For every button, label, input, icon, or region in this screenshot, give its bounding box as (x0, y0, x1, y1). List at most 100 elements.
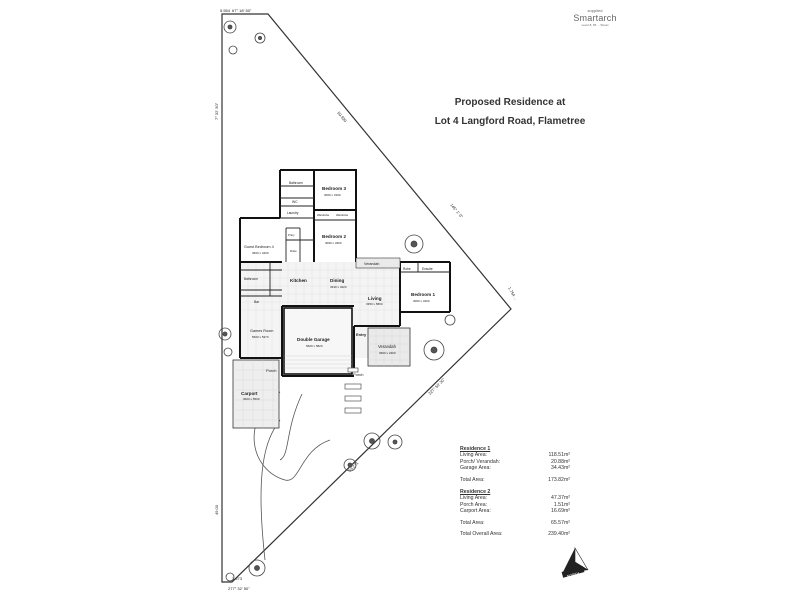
room-label: Guest Bedroom 4 (244, 245, 274, 249)
verandah-tiles (368, 328, 410, 366)
house-walls (239, 169, 451, 377)
verandah-right (367, 327, 411, 367)
area-row: Living Area: 47.37m² (460, 495, 570, 502)
room-size: 3350 x 5860 (366, 302, 383, 306)
boundary-label: 227° 50' 30" (427, 377, 446, 396)
room-size: 3600 x 3400 (252, 251, 269, 255)
room-label: Bathroom (289, 181, 303, 185)
room-label: Carport (241, 391, 258, 396)
garage-hatch (284, 355, 352, 369)
room-label: Living (368, 296, 382, 301)
area-label: Living Area: (460, 452, 488, 458)
area-value: 16.69m² (550, 508, 570, 514)
boundary-label: 145° 1' 0" (449, 202, 464, 219)
room-label: Bedroom 3 (322, 186, 346, 191)
tree-icon (218, 20, 456, 582)
room-size: 3090 x 3360 (325, 241, 342, 245)
logo-brand: Smartarch (573, 13, 617, 23)
area-label: Total Area: (460, 476, 485, 483)
carport-tiles (233, 360, 279, 428)
room-label: Ensuite (422, 267, 433, 271)
room-labels: Bedroom 3 3000 x 3190 Bathroom WC Laundr… (241, 181, 435, 401)
area-label: Total Area: (460, 519, 485, 526)
boundary-label: 67° 18' 50" (232, 8, 252, 13)
driveway (279, 393, 303, 461)
plan-title-line1: Proposed Residence at (454, 97, 566, 108)
room-label: Verandah (378, 344, 397, 349)
boundary-label: 1.754 ... (507, 286, 519, 301)
room-label: Double Garage (297, 337, 330, 342)
room-label: Dining (330, 278, 344, 283)
overall-total-row: Total Overall Area: 239.40m² (460, 531, 570, 538)
room-label: Games Room (250, 329, 273, 333)
room-size: 3000 x 3400 (413, 299, 430, 303)
company-logo: supplied Smartarch Level 8, 95 ... Stree… (560, 8, 630, 27)
room-label: Laundry (287, 211, 299, 215)
area-value: 65.57m² (550, 519, 570, 526)
interior-walls (240, 185, 450, 297)
area-row: Carport Area: 16.69m² (460, 508, 570, 515)
room-label: Wardrobe (336, 213, 349, 217)
area-total-row: Total Area: 65.57m² (460, 520, 570, 527)
room-label: Pntry (288, 233, 295, 237)
porch-steps (344, 367, 362, 414)
room-size: 3600 x 2400 (379, 351, 396, 355)
room-label: Verandah (364, 262, 379, 266)
room-label: Bedroom 1 (411, 292, 435, 297)
room-label: WC (292, 200, 298, 204)
room-label: Kitchen (290, 278, 307, 283)
area-value: 239.40m² (548, 531, 570, 537)
lot-boundary (221, 13, 512, 583)
residence-1-heading: Residence 1 (460, 446, 491, 452)
area-label: Carport Area: (460, 508, 491, 514)
area-label: Porch/ Verandah: (460, 458, 501, 465)
room-size: 3000 x 3190 (324, 193, 341, 197)
boundary-label: 50.930 (336, 110, 348, 123)
area-schedule: Residence 1 Living Area: 118.51m² Porch/ … (460, 440, 570, 538)
room-label: Bathroom (244, 277, 258, 281)
area-row: Porch/ Verandah: 20.88m² (460, 459, 570, 466)
area-label: Porch Area: (460, 501, 488, 508)
tile-grid (240, 262, 400, 358)
room-label: Bar (254, 300, 260, 304)
area-value: 34.43m² (550, 465, 570, 471)
area-value: 47.37m² (550, 495, 570, 501)
boundary-label: 3.273 (232, 576, 243, 581)
area-value: 173.82m² (548, 476, 570, 483)
boundary-label: 7° 32' 50" (214, 102, 219, 120)
logo-address: Level 8, 95 ... Street (581, 23, 609, 27)
logo-small-text: supplied (587, 8, 603, 13)
garage (283, 307, 353, 375)
area-label: Total Overall Area: (460, 531, 503, 537)
carport (232, 359, 280, 429)
room-size: 3330 x 3220 (330, 285, 347, 289)
room-label: Robe (290, 249, 297, 253)
room-label: Porch (353, 372, 363, 377)
area-label: Garage Area: (460, 465, 491, 471)
plan-title-line2: Lot 4 Langford Road, Flametree (434, 116, 586, 127)
boundary-label: 277° 32' 50" (228, 586, 250, 591)
room-label: Robe (403, 267, 411, 271)
area-row: Living Area: 118.51m² (460, 452, 570, 459)
boundary-label: 49.00 (214, 504, 219, 515)
room-size: 5600 x 5820 (306, 344, 323, 348)
verandah-top (355, 257, 401, 269)
room-size: 5600 x 5370 (252, 335, 269, 339)
area-label: Living Area: (460, 495, 488, 501)
room-label: Bedroom 2 (322, 234, 346, 239)
area-row: Porch Area: 1.51m² (460, 502, 570, 509)
area-total-row: Total Area: 173.82m² (460, 477, 570, 484)
area-value: 20.88m² (550, 458, 570, 465)
room-size: 3600 x 5500 (243, 397, 260, 401)
boundary-label: 5.554 (220, 8, 231, 13)
area-value: 118.51m² (548, 452, 570, 458)
area-row: Garage Area: 34.43m² (460, 465, 570, 472)
room-label: Wardrobe (317, 213, 330, 217)
north-label: NORTH (566, 571, 580, 578)
driveway (260, 419, 281, 561)
north-arrow: NORTH (561, 546, 589, 579)
room-label: Entry (356, 332, 367, 337)
residence-2-heading: Residence 2 (460, 489, 491, 495)
area-value: 1.51m² (553, 501, 570, 508)
